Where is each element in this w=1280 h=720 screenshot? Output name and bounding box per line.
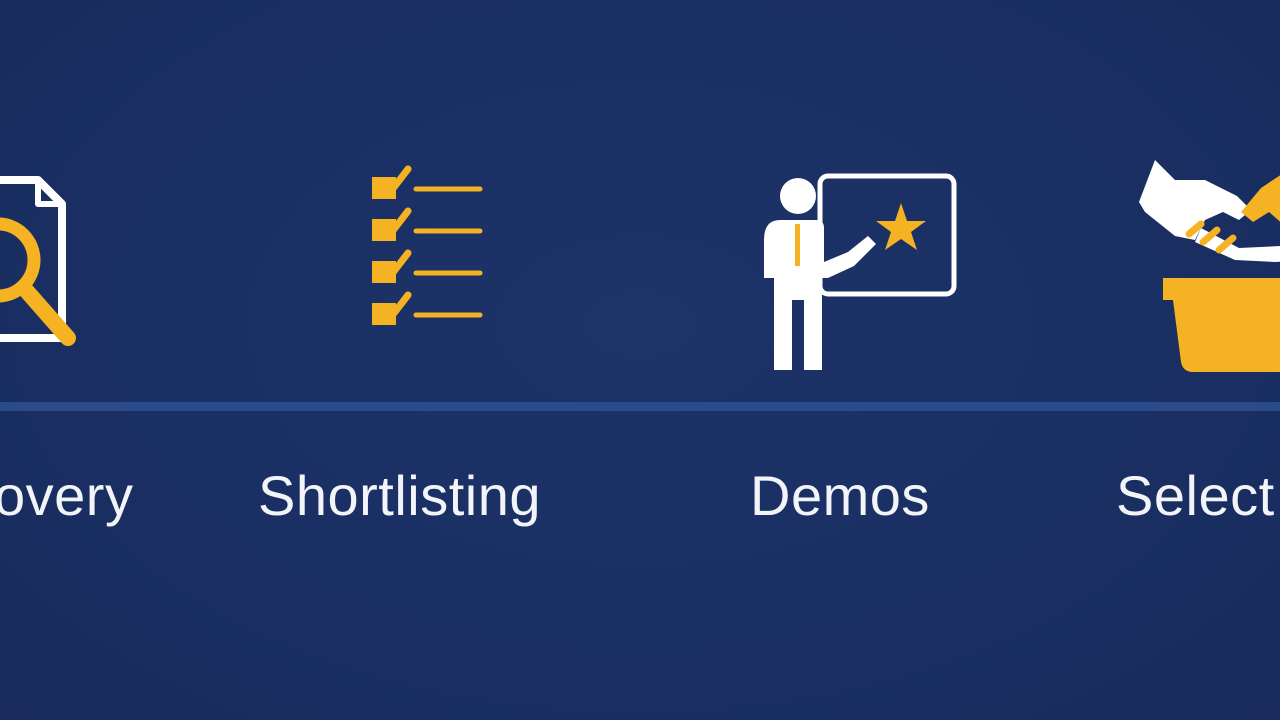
document-search-icon [0,170,90,360]
presenter-board-icon [750,170,965,380]
step-label-demos: Demos [750,464,930,527]
handshake-basket-icon [1135,150,1280,380]
checklist-icon [368,165,488,335]
step-label-selection: Select [1116,464,1275,527]
timeline-line [0,402,1280,411]
step-label-discovery: overy [0,464,134,527]
step-label-shortlisting: Shortlisting [258,464,542,527]
